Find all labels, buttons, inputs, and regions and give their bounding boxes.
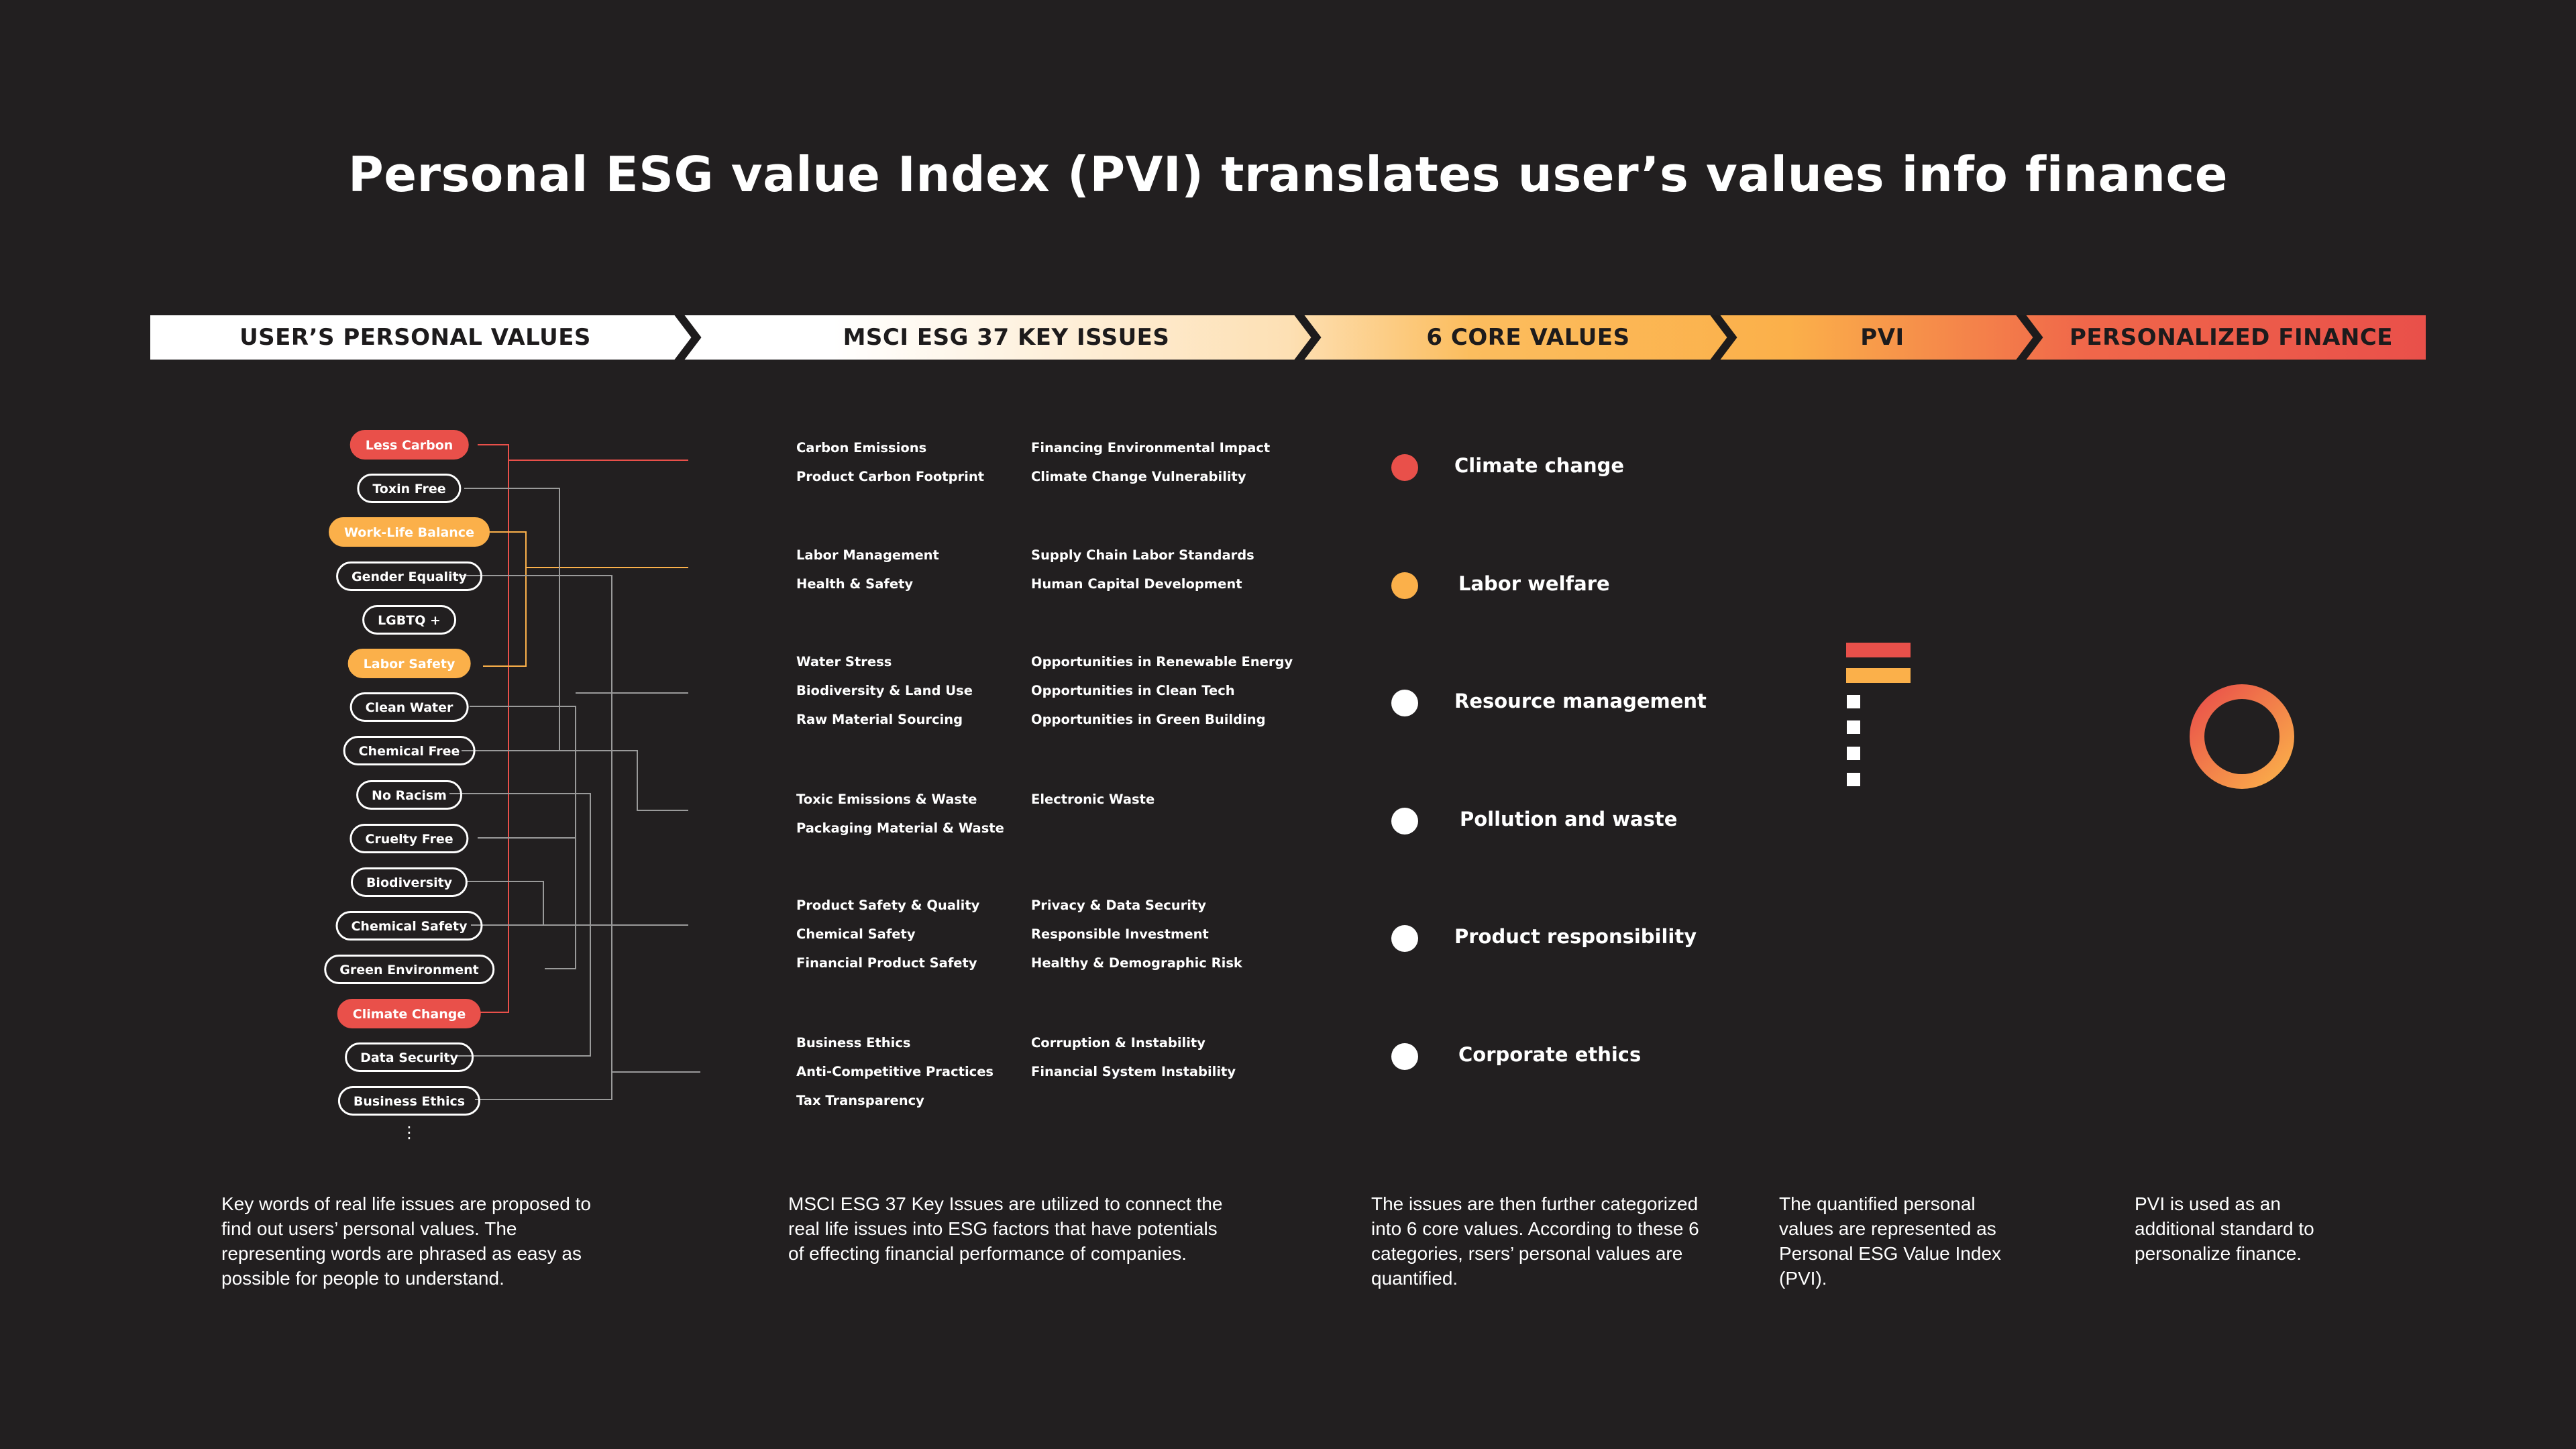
key-issue-biodiversity-land-use: Biodiversity & Land Use (796, 683, 973, 698)
pvi-marker-resource (1847, 695, 1860, 708)
core-value-dot-product-responsibility (1391, 925, 1418, 953)
description-pvi: The quantified personal values are repre… (1779, 1193, 2002, 1289)
key-issue-financial-system-instability: Financial System Instability (1031, 1064, 1236, 1079)
key-issue-opportunities-in-green-building: Opportunities in Green Building (1031, 712, 1266, 727)
key-issue-responsible-investment: Responsible Investment (1031, 926, 1209, 942)
key-issue-human-capital-development: Human Capital Development (1031, 576, 1242, 592)
key-issue-opportunities-in-clean-tech: Opportunities in Clean Tech (1031, 683, 1235, 698)
core-value-dot-labor-welfare (1391, 572, 1418, 599)
stage-label-personalized-finance: PERSONALIZED FINANCE (2069, 324, 2393, 351)
key-issue-tax-transparency: Tax Transparency (796, 1093, 924, 1108)
key-issue-health-safety: Health & Safety (796, 576, 914, 592)
key-issue-electronic-waste: Electronic Waste (1031, 792, 1155, 807)
key-issue-climate-change-vulnerability: Climate Change Vulnerability (1031, 469, 1246, 484)
value-tag-climate-change[interactable]: Climate Change (337, 998, 482, 1028)
key-issue-chemical-safety: Chemical Safety (796, 926, 916, 942)
finance-ring-icon (2190, 684, 2294, 789)
description-personal-values: Key words of real life issues are propos… (221, 1193, 591, 1289)
value-tag-green-environment[interactable]: Green Environment (324, 955, 494, 985)
key-issue-carbon-emissions: Carbon Emissions (796, 440, 927, 455)
value-tag-lgbtq[interactable]: LGBTQ + (362, 604, 456, 635)
key-issue-product-safety-quality: Product Safety & Quality (796, 898, 980, 913)
process-header-bar (150, 315, 2426, 360)
value-tag-data-security[interactable]: Data Security (345, 1042, 474, 1072)
key-issue-product-carbon-footprint: Product Carbon Footprint (796, 469, 985, 484)
core-value-climate-change: Climate change (1454, 454, 1625, 477)
key-issue-opportunities-in-renewable-energy: Opportunities in Renewable Energy (1031, 654, 1293, 669)
stage-label-pvi: PVI (1860, 324, 1904, 351)
value-tag-cruelty-free[interactable]: Cruelty Free (350, 823, 469, 853)
value-tag-labor-safety[interactable]: Labor Safety (347, 649, 471, 678)
value-tag-toxin-free[interactable]: Toxin Free (357, 474, 462, 504)
key-issue-business-ethics: Business Ethics (796, 1035, 911, 1051)
core-value-product-responsibility: Product responsibility (1454, 925, 1697, 949)
key-issue-anti-competitive-practices: Anti-Competitive Practices (796, 1064, 994, 1079)
key-issue-raw-material-sourcing: Raw Material Sourcing (796, 712, 963, 727)
value-tag-business-ethics[interactable]: Business Ethics (337, 1086, 481, 1116)
key-issue-financial-product-safety: Financial Product Safety (796, 955, 977, 971)
stage-label-msci-key-issues: MSCI ESG 37 KEY ISSUES (843, 324, 1170, 351)
pvi-marker-product (1847, 747, 1860, 760)
key-issue-privacy-data-security: Privacy & Data Security (1031, 898, 1206, 913)
stage-label-personal-values: USER’S PERSONAL VALUES (239, 324, 591, 351)
pvi-marker-pollution (1847, 720, 1860, 734)
key-issue-water-stress: Water Stress (796, 654, 892, 669)
value-tag-gender-equality[interactable]: Gender Equality (336, 561, 482, 591)
value-tag-less-carbon[interactable]: Less Carbon (350, 430, 469, 460)
key-issue-financing-environmental-impact: Financing Environmental Impact (1031, 440, 1271, 455)
core-value-dot-pollution-and-waste (1391, 807, 1418, 835)
core-value-dot-climate-change (1391, 454, 1418, 481)
pvi-bar-climate (1846, 643, 1911, 657)
key-issue-corruption-instability: Corruption & Instability (1031, 1035, 1205, 1051)
key-issue-toxic-emissions-waste: Toxic Emissions & Waste (796, 792, 977, 807)
value-tag-clean-water[interactable]: Clean Water (350, 692, 469, 722)
core-value-dot-corporate-ethics (1391, 1043, 1418, 1070)
description-key-issues: MSCI ESG 37 Key Issues are utilized to c… (788, 1193, 1223, 1264)
key-issue-healthy-demographic-risk: Healthy & Demographic Risk (1031, 955, 1242, 971)
value-tag-biodiversity[interactable]: Biodiversity (350, 867, 468, 897)
pvi-bar-labor (1846, 668, 1911, 683)
core-value-resource-management: Resource management (1454, 690, 1707, 713)
value-tag-chemical-free[interactable]: Chemical Free (343, 736, 476, 766)
value-tag-no-racism[interactable]: No Racism (356, 780, 462, 810)
core-value-corporate-ethics: Corporate ethics (1458, 1043, 1642, 1066)
key-issue-packaging-material-waste: Packaging Material & Waste (796, 820, 1004, 836)
core-value-labor-welfare: Labor welfare (1458, 572, 1610, 595)
key-issue-labor-management: Labor Management (796, 547, 939, 563)
pvi-marker-ethics (1847, 773, 1860, 786)
value-tag-chemical-safety[interactable]: Chemical Safety (335, 911, 483, 941)
key-issue-supply-chain-labor-standards: Supply Chain Labor Standards (1031, 547, 1254, 563)
page-title: Personal ESG value Index (PVI) translate… (347, 146, 2229, 203)
core-value-dot-resource-management (1391, 690, 1418, 717)
more-values-indicator: ⋮ (401, 1123, 417, 1142)
description-core-values: The issues are then further categorized … (1371, 1193, 1699, 1289)
value-tag-work-life-balance[interactable]: Work-Life Balance (329, 517, 490, 547)
stage-label-core-values: 6 CORE VALUES (1426, 324, 1630, 351)
description-personalized-finance: PVI is used as an additional standard to… (2135, 1193, 2314, 1264)
core-value-pollution-and-waste: Pollution and waste (1460, 807, 1678, 830)
